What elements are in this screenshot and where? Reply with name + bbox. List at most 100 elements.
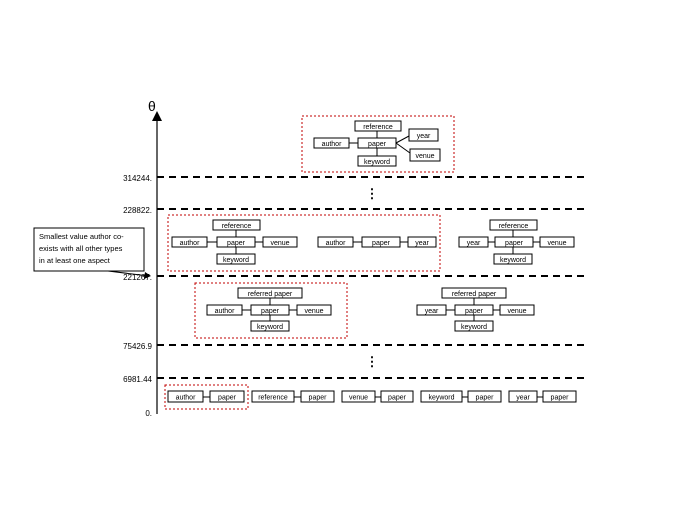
node-label: reference [222, 223, 252, 230]
node-year [416, 304, 447, 316]
axis-arrow-icon [152, 111, 162, 121]
node-label: venue [547, 240, 566, 247]
node-year [458, 236, 489, 248]
theta-symbol: θ [148, 98, 156, 114]
node-author [167, 390, 204, 403]
graph-author-paper-year: author paper year [317, 236, 437, 248]
graph-year-paper-venue: reference year paper venue keyword [458, 219, 575, 265]
node-label: paper [261, 308, 280, 315]
node-keyword [250, 320, 290, 332]
graph-referred-author-paper-venue: referred paper author paper venue keywor… [206, 287, 332, 332]
node-label: referred paper [248, 291, 293, 298]
level-label: 0. [145, 409, 152, 418]
node-label: keyword [364, 159, 390, 166]
node-keyword [454, 320, 494, 332]
node-paper [209, 390, 245, 403]
node-year [407, 236, 437, 248]
node-reference [489, 219, 538, 231]
pair-venue-paper: venue paper [341, 390, 414, 403]
node-label: author [176, 395, 197, 402]
node-paper [250, 304, 290, 316]
level-label: 221267. [123, 273, 152, 282]
node-paper [467, 390, 502, 403]
pair-author-paper: author paper [167, 390, 245, 403]
node-label: author [326, 240, 347, 247]
ellipsis-lower: ⋮ [366, 354, 379, 369]
pair-reference-paper: reference paper [251, 390, 335, 403]
node-label: paper [309, 395, 328, 402]
node-label: paper [551, 395, 570, 402]
node-author [171, 236, 208, 248]
node-label: reference [258, 395, 288, 402]
node-author [206, 304, 243, 316]
node-venue [539, 236, 575, 248]
node-paper [361, 236, 401, 248]
edge [395, 142, 411, 154]
node-referred-paper [441, 287, 507, 299]
node-author [317, 236, 354, 248]
callout-line: Smallest value author co- [39, 232, 124, 241]
edge [395, 135, 410, 144]
level-label: 6981.44 [123, 375, 152, 384]
node-label: year [415, 240, 429, 247]
node-year [408, 128, 439, 142]
pair-keyword-paper: keyword paper [420, 390, 502, 403]
node-label: paper [372, 240, 391, 247]
node-year [508, 390, 538, 403]
pair-year-paper: year paper [508, 390, 577, 403]
node-paper [300, 390, 335, 403]
node-venue [262, 236, 298, 248]
node-label: paper [465, 308, 484, 315]
level-label: 75426.9 [123, 342, 152, 351]
highlight-box [301, 115, 455, 173]
node-keyword [216, 253, 256, 265]
node-label: paper [476, 395, 495, 402]
node-label: venue [349, 395, 368, 402]
node-label: referred paper [452, 291, 497, 298]
node-label: keyword [257, 324, 283, 331]
node-label: venue [270, 240, 289, 247]
node-label: year [417, 133, 431, 140]
node-label: year [516, 395, 530, 402]
callout-box [33, 227, 145, 272]
node-reference [354, 120, 402, 132]
node-label: keyword [428, 395, 454, 402]
node-keyword [357, 155, 397, 167]
ellipsis-upper: ⋮ [366, 186, 379, 201]
node-venue [409, 148, 441, 162]
node-label: keyword [223, 257, 249, 264]
node-paper [454, 304, 494, 316]
callout-arrow-icon [144, 272, 151, 279]
node-label: paper [388, 395, 407, 402]
callout-pointer [107, 270, 150, 277]
node-label: author [322, 141, 343, 148]
node-label: keyword [461, 324, 487, 331]
node-label: paper [218, 395, 237, 402]
node-keyword [493, 253, 533, 265]
callout-line: exists with all other types [39, 244, 123, 253]
highlight-box [167, 214, 441, 272]
node-author [313, 137, 350, 149]
graph-referred-year-paper-venue: referred paper year paper venue keyword [416, 287, 535, 332]
highlight-box [164, 384, 249, 410]
callout-line: in at least one aspect [39, 256, 111, 265]
node-label: author [215, 308, 236, 315]
node-label: venue [415, 153, 434, 160]
node-label: venue [507, 308, 526, 315]
node-label: year [467, 240, 481, 247]
node-paper [542, 390, 577, 403]
node-venue [499, 304, 535, 316]
node-venue [341, 390, 376, 403]
node-label: reference [363, 124, 393, 131]
node-label: reference [499, 223, 529, 230]
node-label: paper [505, 240, 524, 247]
callout-note: Smallest value author co- exists with al… [33, 227, 151, 279]
node-label: paper [368, 141, 387, 148]
level-label: 314244. [123, 174, 152, 183]
node-label: year [425, 308, 439, 315]
node-reference [212, 219, 261, 231]
node-label: keyword [500, 257, 526, 264]
highlight-box [194, 282, 348, 339]
graph-top: reference author paper year venue keywor… [301, 115, 455, 173]
